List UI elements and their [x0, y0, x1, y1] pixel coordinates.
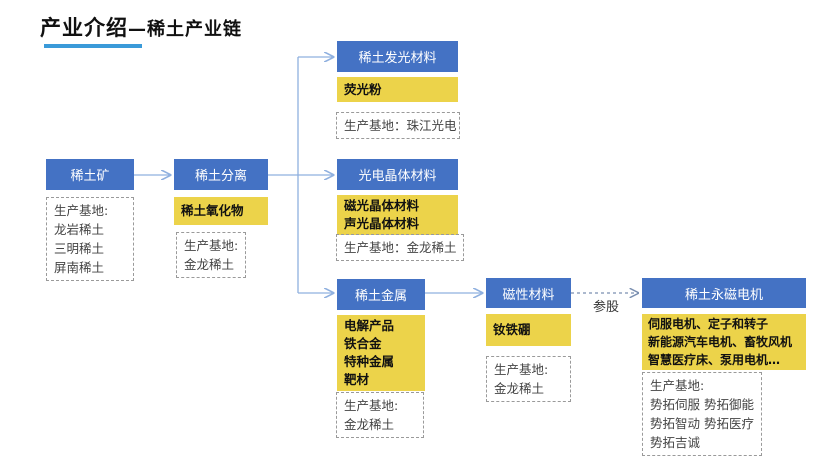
node-rare-earth-separation: 稀土分离 — [174, 159, 268, 190]
optoelectronic-products: 磁光晶体材料 声光晶体材料 — [337, 195, 458, 235]
motor-products: 伺服电机、定子和转子 新能源汽车电机、畜牧风机 智慧医疗床、泵用电机… — [642, 314, 806, 370]
base-title: 生产基地: — [54, 203, 109, 218]
base-item: 势拓伺服 势拓御能 — [650, 397, 754, 412]
base-item: 金龙稀土 — [184, 257, 235, 272]
product-item: 智慧医疗床、泵用电机… — [648, 353, 781, 367]
product-item: 钕铁硼 — [493, 322, 531, 337]
base-item: 生产基地：金龙稀土 — [344, 240, 457, 255]
title-underline — [44, 44, 142, 48]
node-magnetic-materials: 磁性材料 — [486, 278, 571, 308]
node-label: 磁性材料 — [502, 287, 555, 303]
base-item: 势拓吉诚 — [650, 435, 701, 450]
product-item: 新能源汽车电机、畜牧风机 — [648, 335, 793, 349]
product-item: 电解产品 — [344, 318, 395, 333]
node-label: 稀土金属 — [354, 289, 407, 304]
motor-production-bases: 生产基地: 势拓伺服 势拓御能 势拓智动 势拓医疗 势拓吉诚 — [642, 372, 762, 456]
node-label: 稀土矿 — [70, 169, 110, 184]
base-item: 三明稀土 — [54, 241, 105, 256]
separation-production-bases: 生产基地: 金龙稀土 — [176, 232, 246, 278]
metal-products: 电解产品 铁合金 特种金属 靶材 — [337, 315, 425, 391]
product-item: 稀土氧化物 — [181, 203, 244, 218]
base-title: 生产基地: — [184, 238, 239, 253]
luminescent-products: 荧光粉 — [337, 77, 458, 102]
ore-production-bases: 生产基地: 龙岩稀土 三明稀土 屏南稀土 — [46, 197, 134, 281]
base-title: 生产基地: — [344, 398, 399, 413]
base-item: 金龙稀土 — [494, 381, 545, 396]
node-luminescent-materials: 稀土发光材料 — [337, 41, 458, 72]
page-title: 产业介绍—稀土产业链 — [40, 12, 242, 42]
title-main: 产业介绍 — [40, 16, 128, 40]
node-rare-earth-metals: 稀土金属 — [337, 279, 425, 310]
node-optoelectronic-crystal-materials: 光电晶体材料 — [337, 159, 458, 190]
base-item: 势拓智动 势拓医疗 — [650, 416, 754, 431]
product-item: 伺服电机、定子和转子 — [648, 317, 769, 331]
base-title: 生产基地: — [494, 362, 549, 377]
magnetic-production-bases: 生产基地: 金龙稀土 — [486, 356, 571, 402]
base-item: 龙岩稀土 — [54, 222, 105, 237]
product-item: 特种金属 — [344, 354, 395, 369]
base-item: 金龙稀土 — [344, 417, 395, 432]
node-label: 稀土发光材料 — [358, 51, 437, 66]
luminescent-production-base: 生产基地：珠江光电 — [336, 112, 460, 139]
product-item: 磁光晶体材料 — [344, 198, 420, 213]
node-label: 光电晶体材料 — [358, 169, 437, 184]
separation-products: 稀土氧化物 — [174, 197, 268, 225]
product-item: 靶材 — [344, 372, 370, 387]
node-rare-earth-ore: 稀土矿 — [46, 159, 134, 190]
product-item: 荧光粉 — [344, 81, 382, 97]
node-label: 稀土永磁电机 — [684, 287, 763, 303]
base-item: 生产基地：珠江光电 — [344, 118, 457, 133]
equity-stake-label: 参股 — [593, 300, 620, 315]
base-title: 生产基地: — [650, 378, 705, 393]
base-item: 屏南稀土 — [54, 260, 105, 275]
node-permanent-magnet-motor: 稀土永磁电机 — [642, 278, 806, 308]
magnetic-products: 钕铁硼 — [486, 314, 571, 346]
product-item: 铁合金 — [344, 336, 382, 351]
node-label: 稀土分离 — [194, 169, 247, 184]
metal-production-bases: 生产基地: 金龙稀土 — [336, 392, 424, 438]
optoelectronic-production-base: 生产基地：金龙稀土 — [336, 234, 464, 261]
product-item: 声光晶体材料 — [344, 216, 420, 231]
title-sub: —稀土产业链 — [128, 19, 242, 40]
